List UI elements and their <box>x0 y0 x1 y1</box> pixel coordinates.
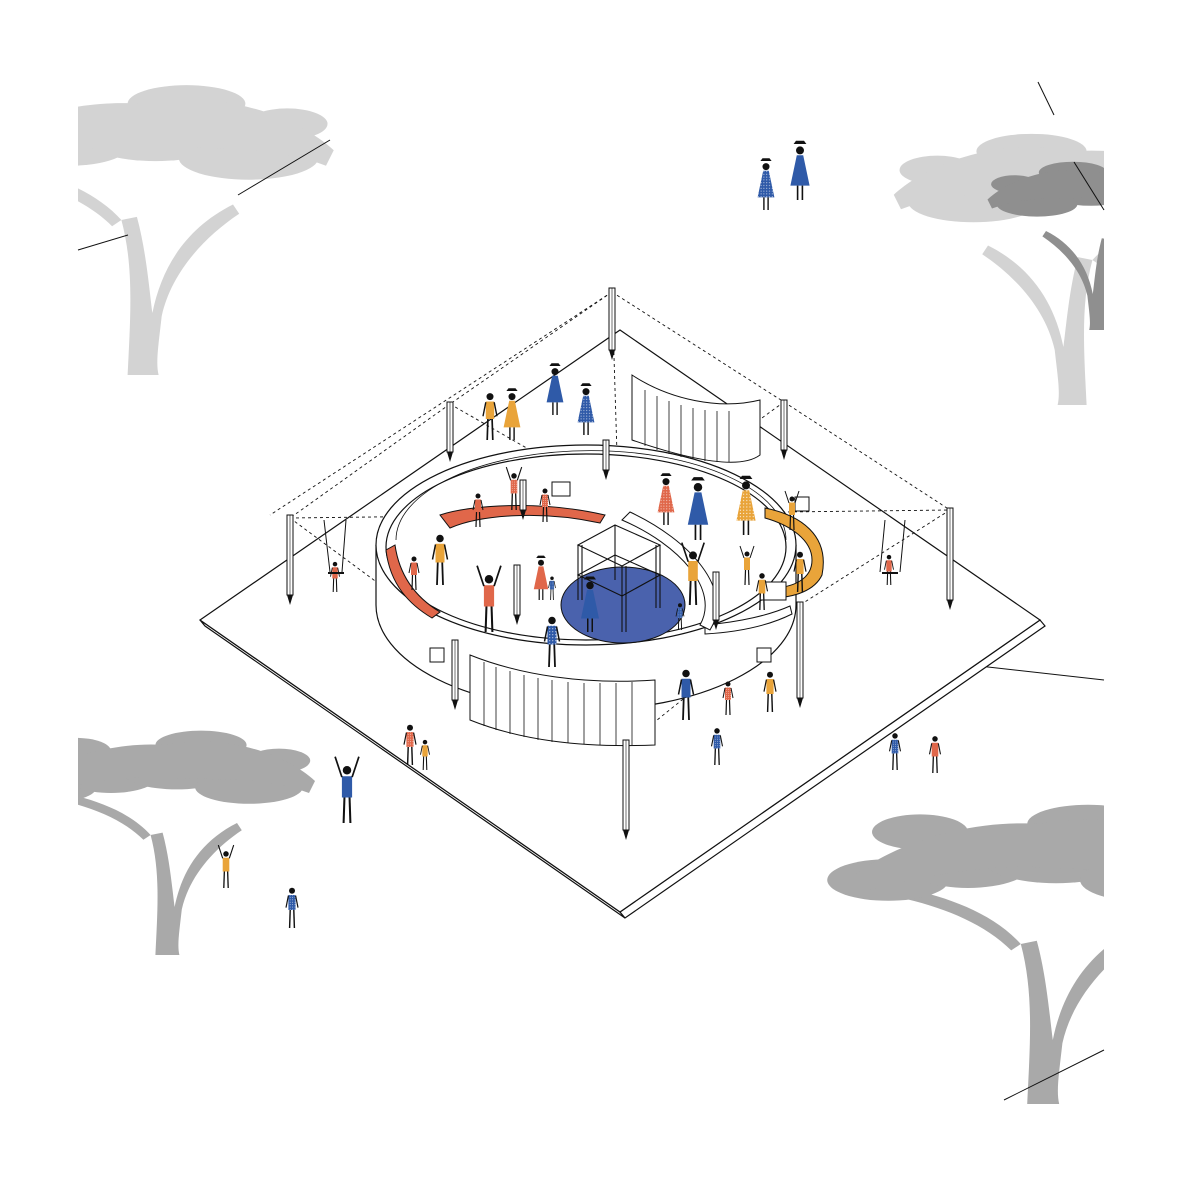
tripod-icon <box>780 399 788 460</box>
person-icon <box>928 736 942 774</box>
person-icon <box>285 887 299 929</box>
ground-line <box>237 139 331 196</box>
tripod-icon <box>451 639 459 710</box>
swings <box>323 519 906 573</box>
person-icon <box>482 393 498 441</box>
person-icon <box>505 466 523 511</box>
wall-window <box>429 647 445 663</box>
tripod-icon <box>602 439 610 480</box>
person-icon <box>334 756 360 824</box>
ground-line <box>77 234 129 251</box>
person-icon <box>476 565 502 633</box>
tripod-icon <box>446 401 454 462</box>
person-icon <box>503 388 521 440</box>
person-icon <box>763 671 777 713</box>
person-icon <box>546 363 564 415</box>
front-panel-wall <box>469 654 656 747</box>
tree-icon <box>827 804 1104 1104</box>
person-icon <box>784 490 800 531</box>
person-icon <box>539 488 551 523</box>
central-frame <box>576 524 662 632</box>
inner-wall-swirl <box>621 511 718 631</box>
tree-icon <box>987 161 1104 330</box>
wall-window <box>756 647 772 663</box>
person-icon <box>722 681 734 716</box>
wall-window <box>551 481 571 497</box>
person-icon <box>403 724 417 766</box>
bench-white <box>704 605 793 635</box>
ground-line <box>1003 1049 1105 1101</box>
inner-curved-wall <box>631 374 761 463</box>
site-lines <box>77 81 1105 1101</box>
person-icon <box>533 555 549 600</box>
person-icon <box>548 576 556 601</box>
ground-line <box>1037 81 1055 116</box>
tree-icon <box>78 730 316 955</box>
person-icon <box>675 603 685 631</box>
person-icon <box>408 556 420 591</box>
ground-line <box>1073 161 1105 211</box>
tripod-icon <box>946 507 954 610</box>
person-icon <box>790 140 810 200</box>
person-icon <box>217 844 235 889</box>
person-icon <box>657 473 675 525</box>
person-icon <box>793 551 807 593</box>
person-icon <box>687 477 709 540</box>
bench-curved-red <box>439 505 606 529</box>
posts-layer <box>286 287 954 840</box>
person-icon <box>420 739 430 771</box>
bench-curved-red-2 <box>385 544 441 619</box>
tree-icon <box>78 85 334 375</box>
tripod-icon <box>796 601 804 708</box>
person-icon <box>581 576 599 632</box>
tripod-icon <box>286 514 294 605</box>
person-icon <box>677 669 695 721</box>
person-icon <box>431 534 449 586</box>
person-icon <box>681 542 705 606</box>
tripod-icon <box>622 739 630 840</box>
outer-wall-panels <box>429 481 810 747</box>
ground-line <box>969 664 1105 681</box>
people-layer <box>217 140 942 929</box>
tripod-icon <box>608 287 616 360</box>
trees-layer <box>78 85 1104 1104</box>
tripod-icon <box>513 564 521 625</box>
wall-window <box>794 496 810 512</box>
person-icon <box>577 383 595 435</box>
tripod-icon <box>519 479 527 520</box>
wall-louvres <box>644 390 730 462</box>
person-icon <box>888 733 902 771</box>
person-icon <box>736 475 756 535</box>
person-icon <box>543 616 561 668</box>
person-icon <box>710 728 724 766</box>
person-icon <box>755 573 769 611</box>
blue-floor <box>560 566 686 644</box>
person-icon <box>472 493 484 528</box>
tripod-icon <box>712 571 720 630</box>
person-icon <box>757 158 775 210</box>
benches <box>385 505 824 635</box>
person-icon <box>739 545 755 586</box>
